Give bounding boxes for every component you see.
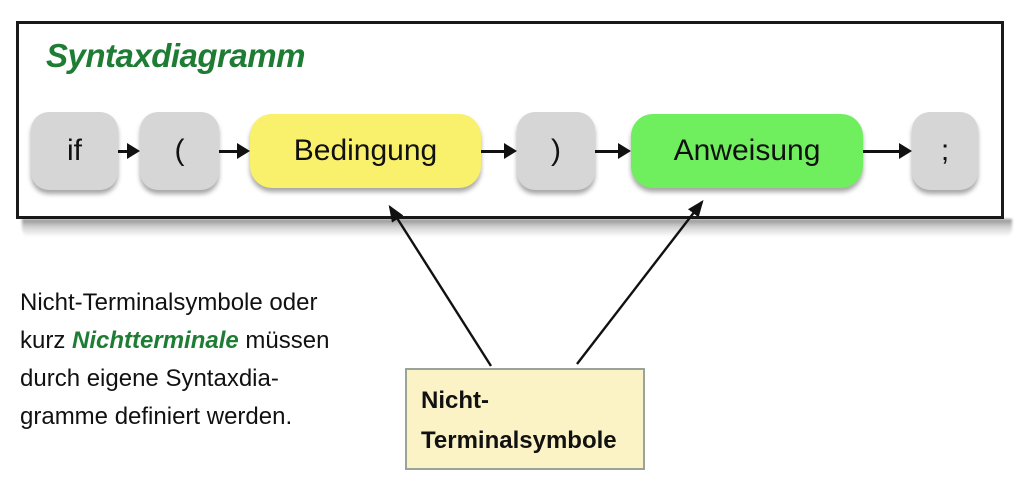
- paragraph-line: gramme definiert werden.: [20, 403, 293, 430]
- node-semicolon-label: ;: [940, 134, 950, 167]
- flow-arrow-icon: [481, 143, 517, 159]
- node-anweisung-label: Anweisung: [673, 134, 821, 167]
- nichtterminale-highlight: Nichtterminale: [72, 327, 239, 354]
- paragraph-line: durch eigene Syntaxdia-: [20, 365, 279, 392]
- node-bedingung-label: Bedingung: [293, 134, 438, 167]
- node-open-paren: (: [140, 112, 219, 190]
- explanation-paragraph: Nicht-Terminalsymbole oder kurz Nichtter…: [20, 284, 400, 436]
- node-open-paren-label: (: [174, 134, 185, 167]
- flow-arrow-icon: [863, 143, 912, 159]
- flow-arrow-icon: [219, 143, 250, 159]
- node-if-label: if: [67, 134, 82, 167]
- diagram-title: Syntaxdiagramm: [46, 37, 305, 74]
- diagram-node-row: if ( Bedingung ) Anweisung: [31, 111, 978, 191]
- syntax-diagram-panel: Syntaxdiagramm if ( Bedingung ) Anweisun…: [16, 21, 1004, 219]
- flow-arrow-icon: [118, 143, 140, 159]
- node-close-paren: ): [517, 112, 595, 190]
- node-anweisung: Anweisung: [631, 114, 863, 188]
- flow-arrow-icon: [595, 143, 631, 159]
- paragraph-line: kurz Nichtterminale müssen: [20, 327, 330, 354]
- callout-box: Nicht- Terminalsymbole: [405, 368, 645, 470]
- callout-line: Nicht-: [421, 387, 489, 414]
- node-close-paren-label: ): [551, 134, 561, 167]
- paragraph-line: Nicht-Terminalsymbole oder: [20, 289, 318, 316]
- callout-line: Terminalsymbole: [421, 427, 617, 454]
- node-if: if: [31, 112, 118, 190]
- panel-drop-shadow: [22, 219, 1012, 238]
- node-bedingung: Bedingung: [250, 114, 481, 188]
- node-semicolon: ;: [912, 112, 978, 190]
